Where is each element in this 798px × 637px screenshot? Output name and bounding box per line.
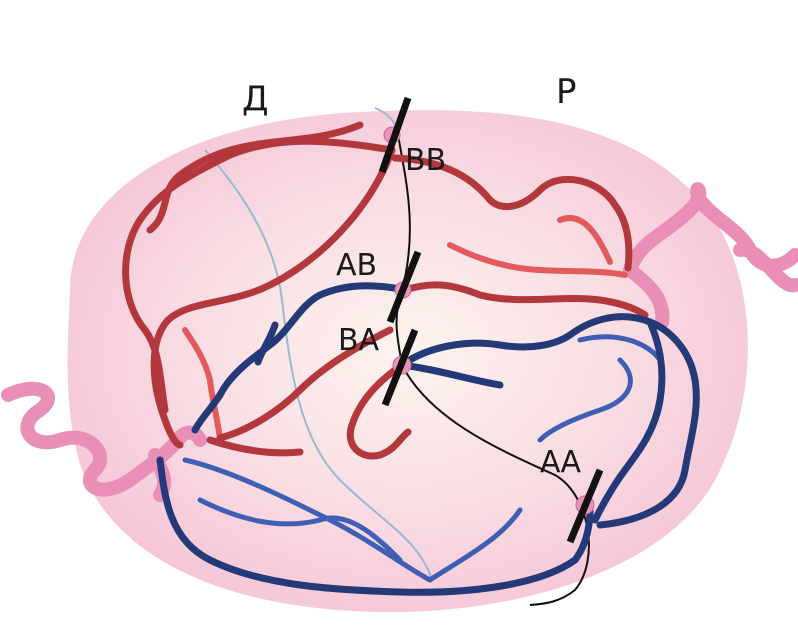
label-left: Д bbox=[242, 79, 269, 119]
label-bb: ВВ bbox=[405, 143, 446, 178]
label-ab: АВ bbox=[336, 248, 377, 283]
label-ba: ВА bbox=[338, 323, 380, 358]
label-aa: АА bbox=[540, 445, 582, 480]
label-right: Р bbox=[556, 72, 577, 112]
